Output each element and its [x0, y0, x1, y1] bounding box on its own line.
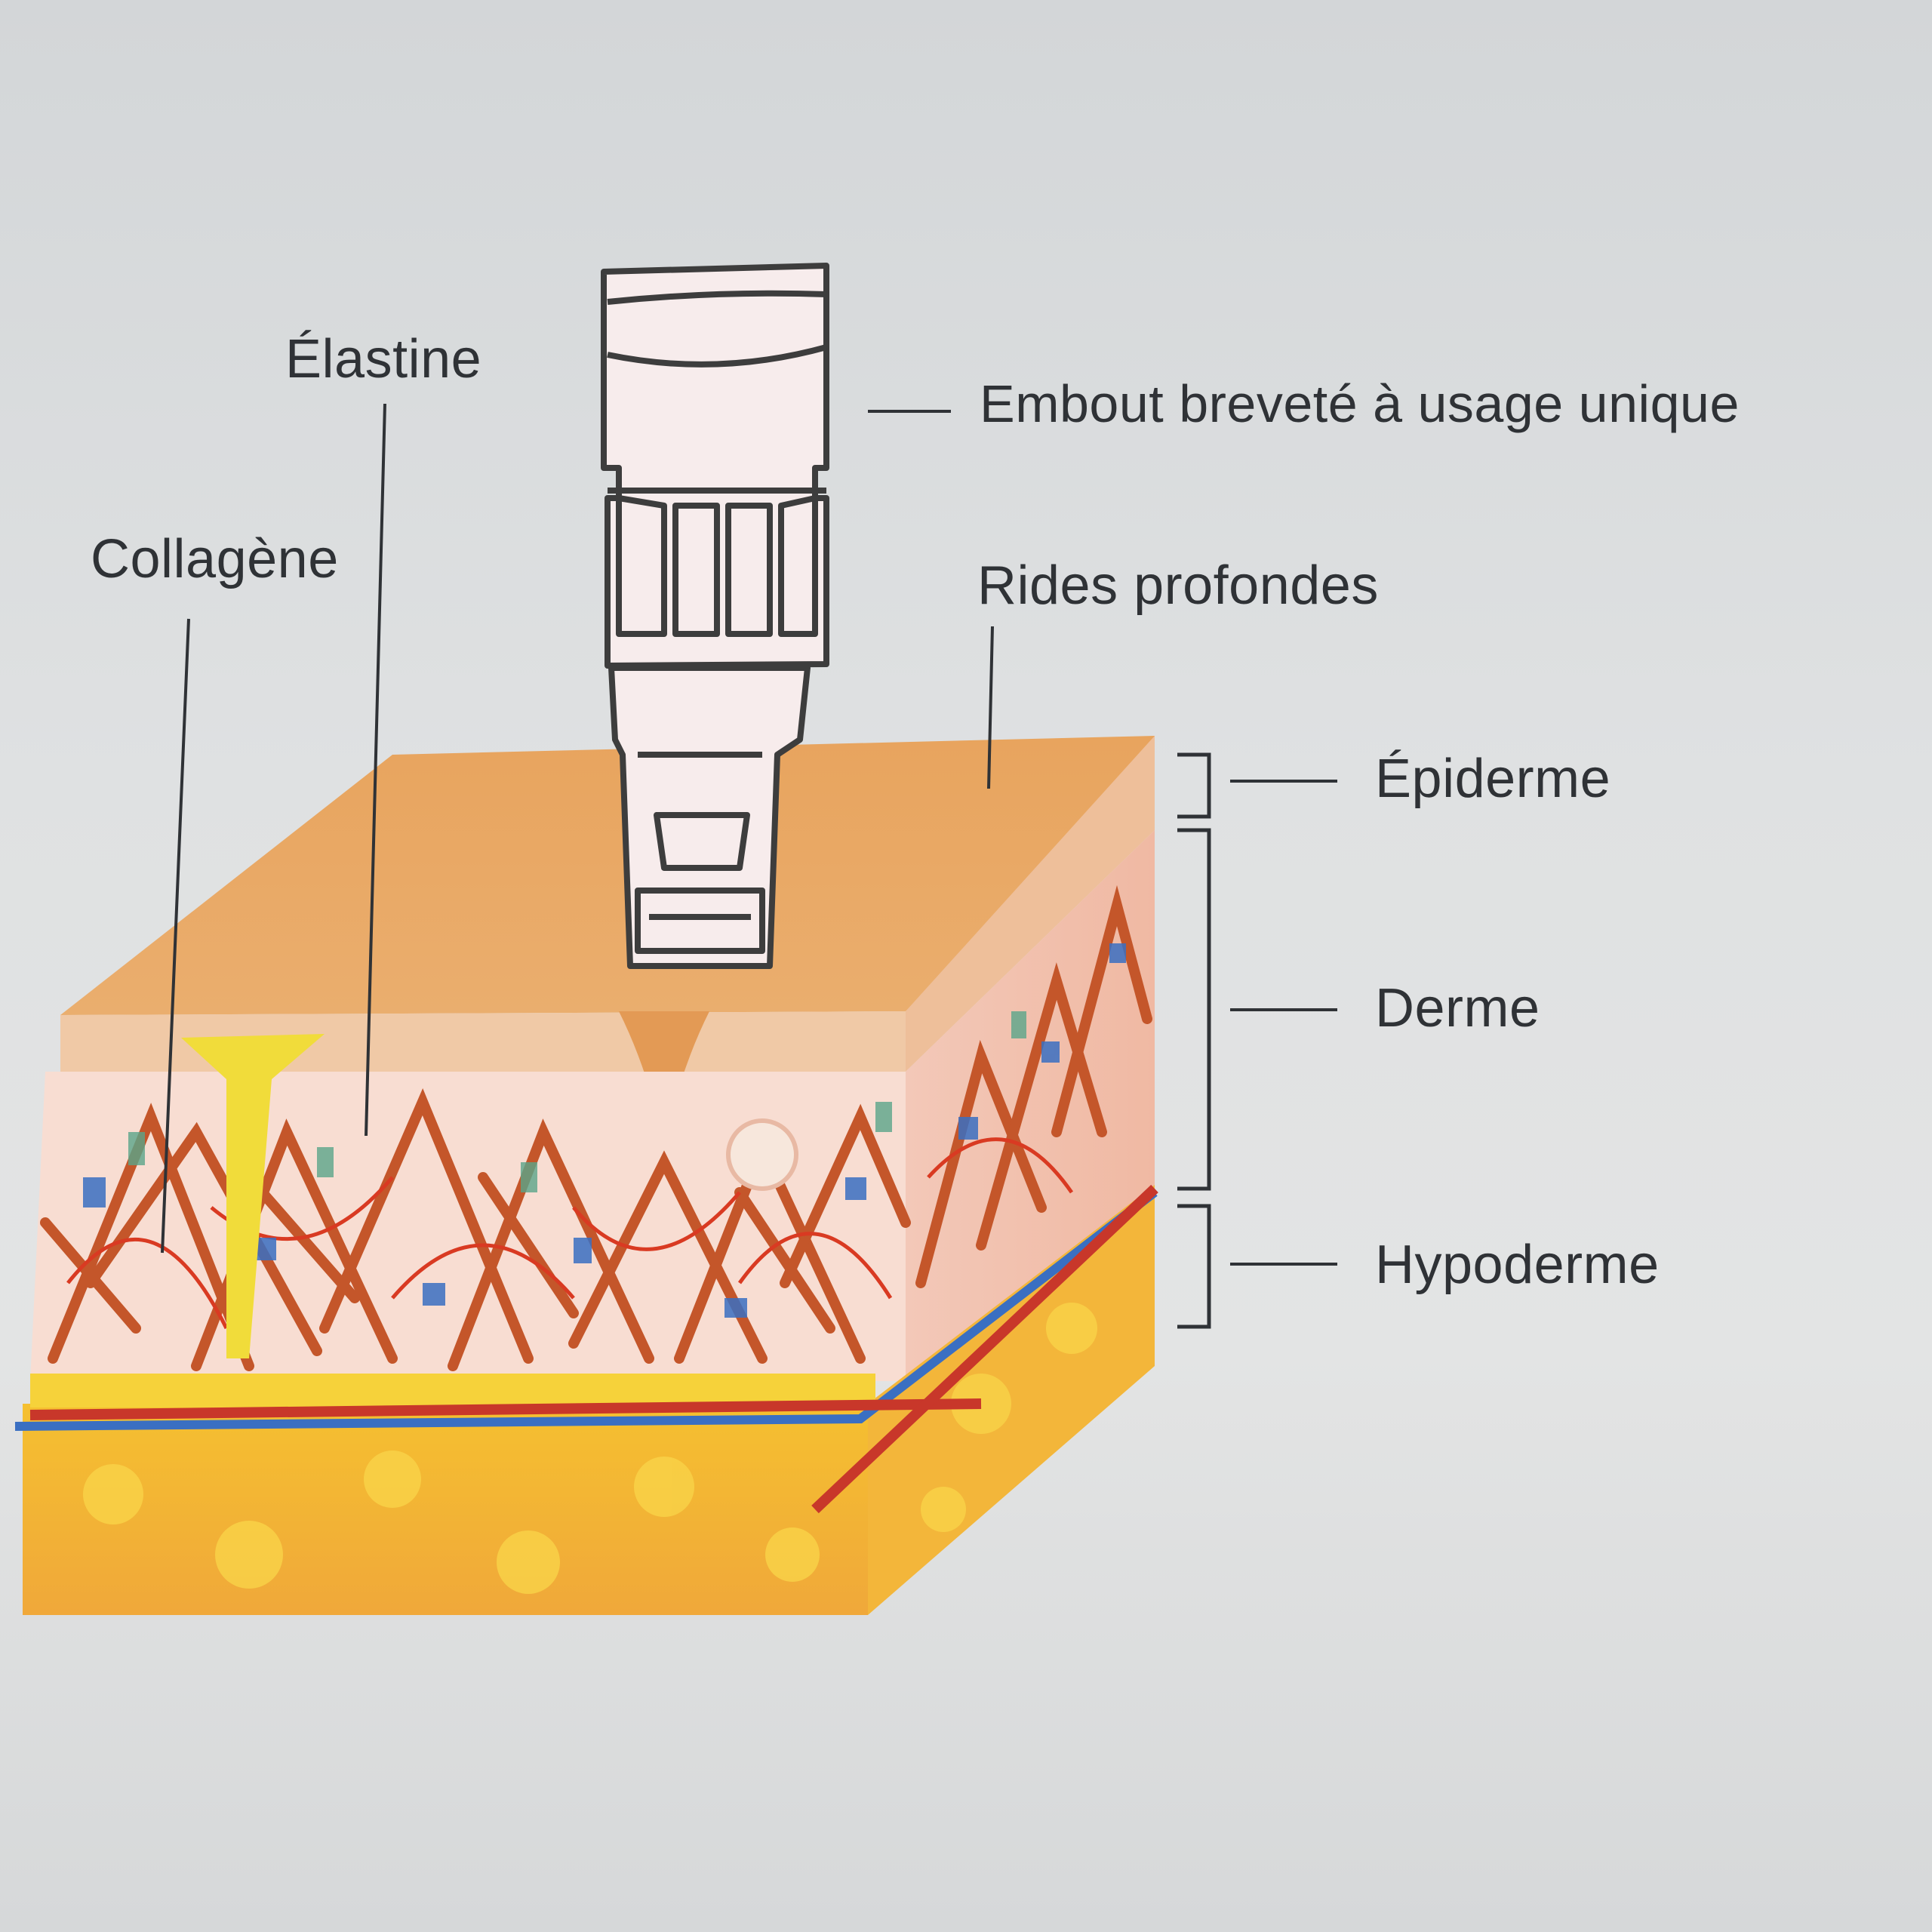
fat-globules	[83, 1303, 1097, 1594]
epidermis-top-surface	[60, 736, 1155, 1015]
derme-bracket	[1177, 828, 1211, 1191]
label-derme: Derme	[1375, 978, 1540, 1038]
layer-brackets	[1177, 752, 1211, 1329]
hypodermis-front	[23, 1404, 868, 1615]
red-vessel-branch	[811, 1184, 1158, 1514]
elastin-fibers	[66, 1137, 1074, 1330]
skin-block	[14, 736, 1158, 1615]
device-tip	[601, 263, 829, 969]
dermis-side	[906, 830, 1155, 1404]
blue-cells	[83, 943, 1126, 1318]
label-elastine: Élastine	[285, 329, 482, 389]
sweat-gland	[181, 1034, 325, 1358]
label-epiderme: Épiderme	[1375, 749, 1611, 809]
label-collagene: Collagène	[91, 529, 339, 589]
label-rides-profondes: Rides profondes	[977, 555, 1379, 616]
hypoderme-bracket	[1177, 1204, 1211, 1329]
green-cells	[128, 1011, 1026, 1192]
leader-lines	[161, 403, 1337, 1266]
follicle-bulb	[726, 1118, 798, 1191]
label-embout: Embout breveté à usage unique	[980, 374, 1740, 433]
label-hypoderme: Hypoderme	[1375, 1235, 1660, 1295]
red-vessel	[29, 1398, 982, 1420]
blue-vessel	[14, 1189, 1158, 1431]
epidermis-side	[906, 736, 1155, 1072]
epiderme-bracket	[1177, 752, 1211, 819]
